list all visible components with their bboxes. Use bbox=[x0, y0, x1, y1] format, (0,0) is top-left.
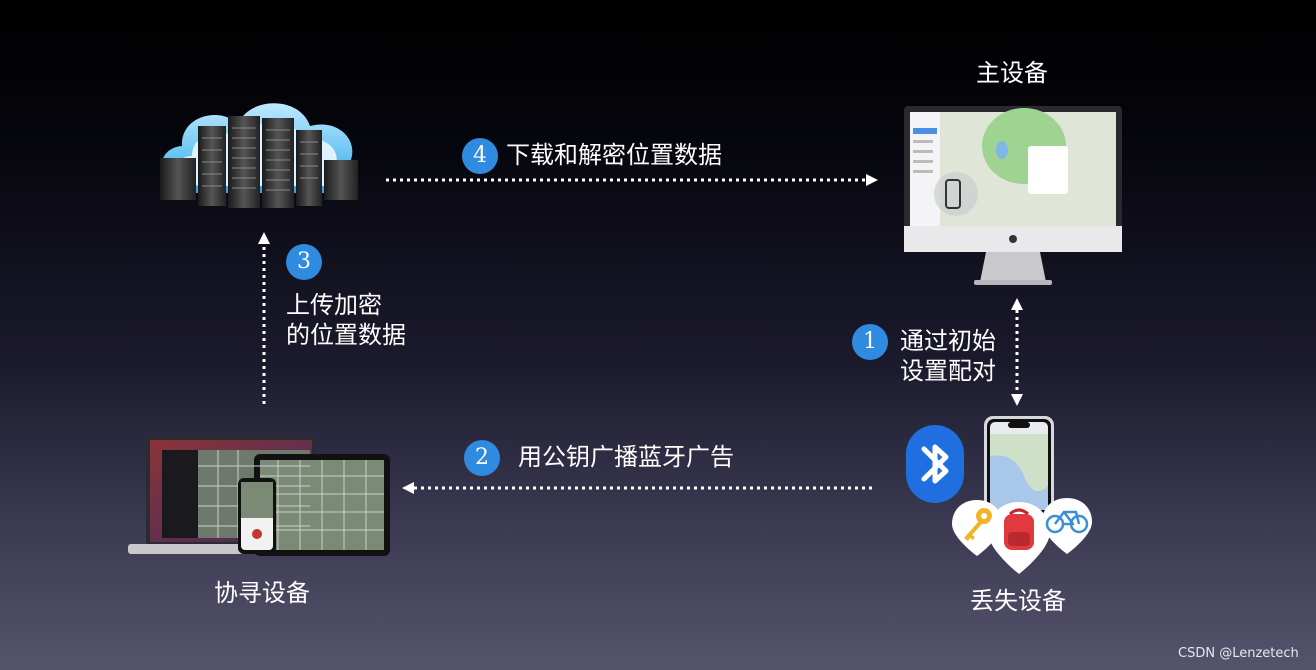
imac-icon bbox=[904, 106, 1122, 288]
lost-device-title: 丢失设备 bbox=[970, 587, 1066, 615]
finder-device-title: 协寻设备 bbox=[214, 579, 310, 607]
step-1-text: 通过初始 设置配对 bbox=[900, 326, 1020, 386]
step-1-number: 1 bbox=[852, 324, 888, 360]
step-1-text-line1: 通过初始 bbox=[900, 327, 996, 355]
step-1-text-line2: 设置配对 bbox=[900, 357, 996, 385]
step-4: 4 下载和解密位置数据 bbox=[462, 138, 722, 174]
step-2-number: 2 bbox=[464, 440, 500, 476]
bicycle-icon bbox=[1040, 496, 1094, 556]
step-2: 2 用公钥广播蓝牙广告 bbox=[464, 440, 734, 476]
step-3-text-line1: 上传加密 bbox=[286, 291, 382, 319]
step-3-number: 3 bbox=[286, 244, 322, 280]
key-icon bbox=[950, 498, 1004, 558]
step-3-text-line2: 的位置数据 bbox=[286, 321, 406, 349]
arrow-pairing bbox=[1007, 296, 1027, 408]
step-4-text: 下载和解密位置数据 bbox=[506, 141, 722, 169]
step-4-number: 4 bbox=[462, 138, 498, 174]
step-2-text: 用公钥广播蓝牙广告 bbox=[518, 443, 734, 471]
arrow-upload bbox=[254, 230, 274, 406]
arrow-broadcast bbox=[400, 478, 878, 498]
cloud-server-icon bbox=[150, 88, 370, 218]
watermark: CSDN @Lenzetech bbox=[1178, 646, 1299, 661]
bluetooth-icon bbox=[906, 425, 964, 503]
iphone-icon bbox=[984, 416, 1054, 516]
step-3-text: 上传加密 的位置数据 bbox=[286, 290, 446, 350]
arrow-download bbox=[384, 170, 880, 190]
backpack-icon bbox=[986, 500, 1052, 576]
macbook-ipad-iphone-icon bbox=[128, 436, 390, 560]
main-device-title: 主设备 bbox=[976, 59, 1048, 87]
